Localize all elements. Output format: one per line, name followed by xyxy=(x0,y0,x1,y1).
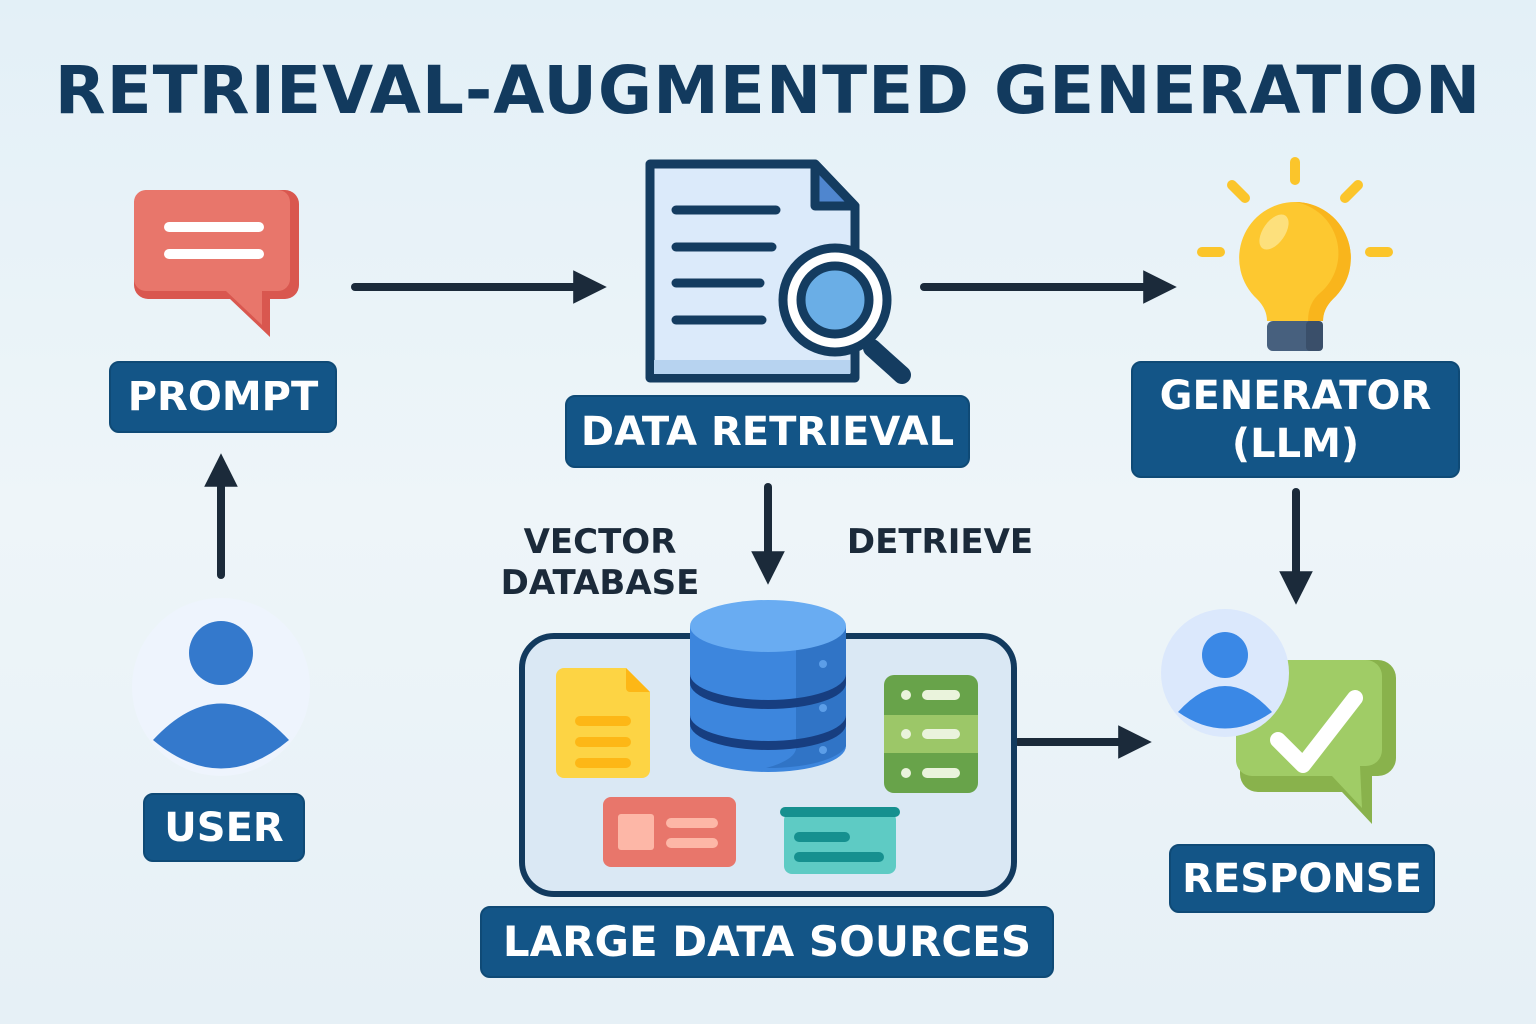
generator-label-line1: GENERATOR xyxy=(1159,372,1432,419)
database-icon xyxy=(690,600,846,772)
data-retrieval-label[interactable]: DATA RETRIEVAL xyxy=(565,395,970,468)
response-label[interactable]: RESPONSE xyxy=(1169,844,1435,913)
document-file-icon xyxy=(556,668,650,778)
id-card-icon xyxy=(603,797,736,867)
user-avatar-icon xyxy=(132,598,310,776)
user-label[interactable]: USER xyxy=(143,793,305,862)
lightbulb-icon xyxy=(1197,157,1393,351)
user-check-message-icon xyxy=(1161,609,1396,824)
generator-label[interactable]: GENERATOR (LLM) xyxy=(1131,361,1460,478)
diagram-title: RETRIEVAL-AUGMENTED GENERATION xyxy=(54,52,1482,129)
server-list-icon xyxy=(884,675,978,793)
chat-bubble-icon xyxy=(134,190,299,337)
generator-label-line2: (LLM) xyxy=(1231,420,1360,467)
document-search-icon xyxy=(645,159,911,384)
vector-database-line2: DATABASE xyxy=(500,563,700,604)
vector-database-annotation: VECTOR DATABASE xyxy=(490,522,710,605)
vector-database-line1: VECTOR xyxy=(523,522,677,562)
prompt-label[interactable]: PROMPT xyxy=(109,361,337,433)
large-data-sources-label[interactable]: LARGE DATA SOURCES xyxy=(480,906,1054,978)
storage-box-icon xyxy=(780,807,900,874)
detrieve-annotation: DETRIEVE xyxy=(846,522,1034,562)
